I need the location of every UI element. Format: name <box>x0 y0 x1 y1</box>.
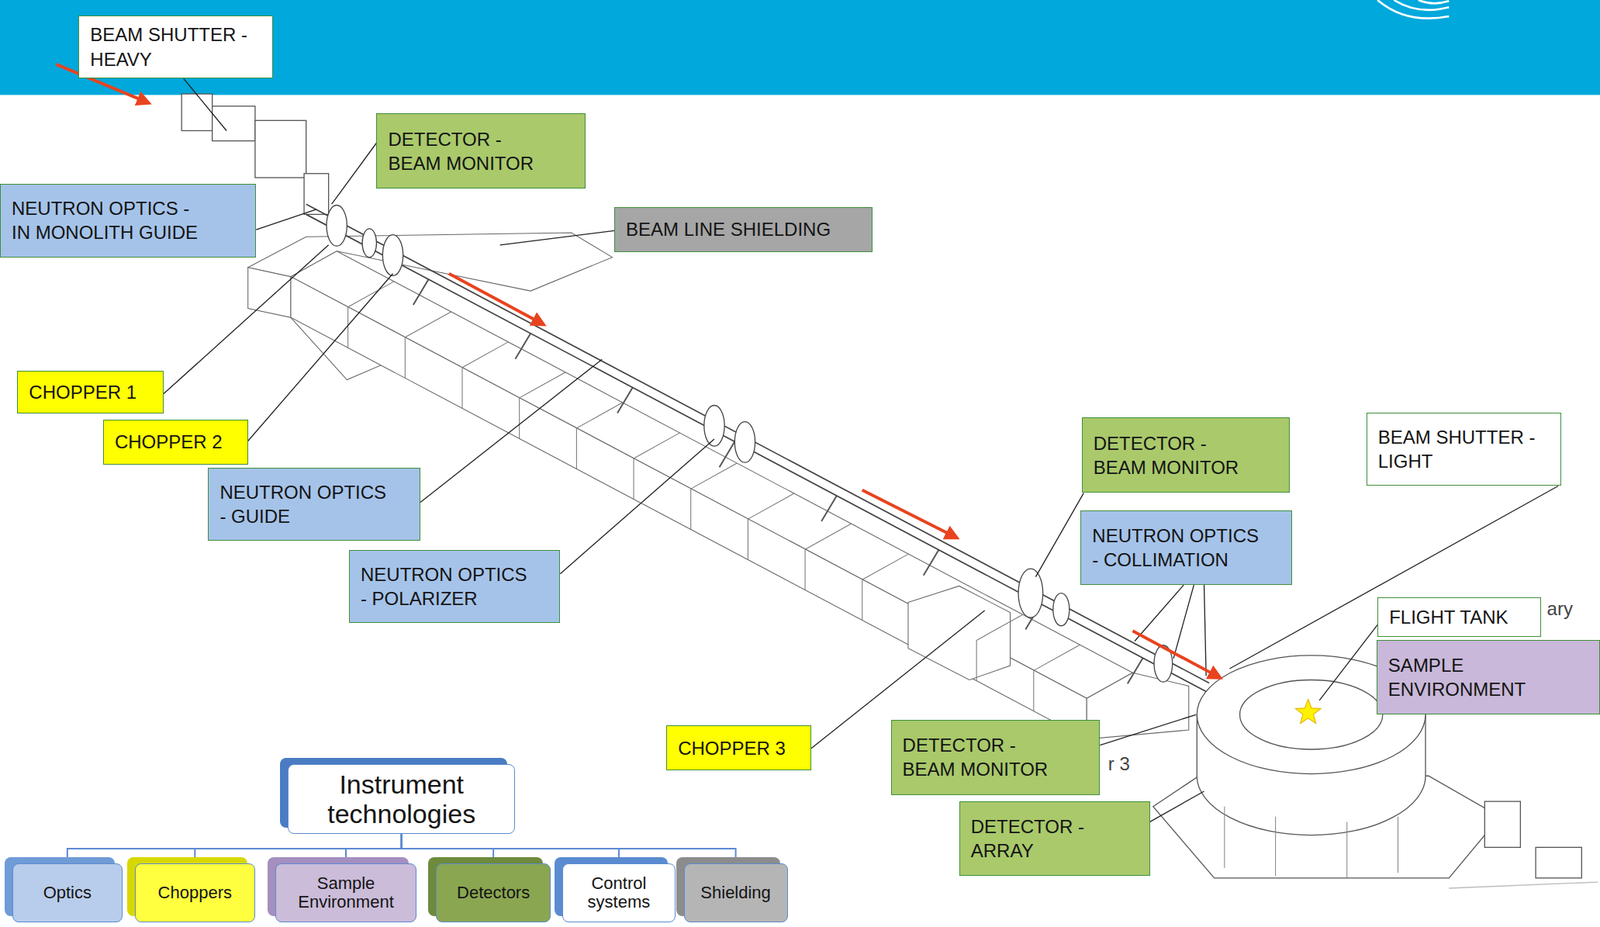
category-box: Choppers <box>134 863 256 923</box>
callout-box: CHOPPER 2 <box>103 419 249 465</box>
monitor-disc <box>362 228 377 258</box>
box-text: CHOPPER 3 <box>677 736 786 761</box>
box-text: Sample Environment <box>283 874 408 913</box>
box-text: Detectors <box>445 883 543 903</box>
box-text: BEAM SHUTTER -LIGHT <box>1378 425 1548 474</box>
beam-arrow <box>1132 630 1220 678</box>
platform-lines <box>1224 806 1399 878</box>
logo-arcs <box>1377 0 1449 19</box>
tree-connector <box>401 833 737 864</box>
box-text: FLIGHT TANK <box>1389 604 1508 629</box>
monitor-disc <box>1053 593 1070 626</box>
box-text: Instrument technologies <box>304 769 499 829</box>
beam-arrow <box>862 490 958 539</box>
callout-box: NEUTRON OPTICS - COLLIMATION <box>1080 510 1292 585</box>
box-text: BEAM SHUTTER -HEAVY <box>89 22 260 71</box>
beam-arrow <box>449 273 544 325</box>
box-text: CHOPPER 1 <box>28 380 137 405</box>
box-text: DETECTOR -BEAM MONITOR <box>1093 431 1253 480</box>
equipment-rack <box>1535 846 1582 878</box>
box-text: DETECTOR -BEAM MONITOR <box>387 127 547 176</box>
category-box: Control systems <box>562 863 676 923</box>
monolith-part <box>255 120 307 178</box>
callout-box: NEUTRON OPTICS - IN MONOLITH GUIDE <box>0 183 256 258</box>
floor-line <box>1448 881 1598 889</box>
category-box: Shielding <box>684 863 788 923</box>
callout-box: BEAM SHUTTER -LIGHT <box>1366 412 1562 487</box>
callout-box: CHOPPER 3 <box>666 725 812 771</box>
chopper-disc <box>1018 568 1044 618</box>
callout-box: CHOPPER 1 <box>17 370 163 414</box>
box-text: DETECTOR -BEAM MONITOR <box>902 732 1062 781</box>
equipment-rack <box>1484 801 1521 847</box>
category-box: Sample Environment <box>275 863 417 923</box>
shielding-joints <box>348 281 1080 712</box>
neutron-guide <box>306 203 1210 693</box>
category-box: Detectors <box>435 863 552 923</box>
callout-box: DETECTOR -ARRAY <box>959 801 1151 876</box>
callout-box: BEAM SHUTTER -HEAVY <box>78 15 274 80</box>
fragment-label: r 3 <box>1108 753 1131 776</box>
tree-connector <box>345 833 402 864</box>
guide-supports <box>413 279 1144 684</box>
sample-well <box>1240 680 1383 750</box>
callout-box: SAMPLE ENVIRONMENT <box>1376 639 1600 715</box>
header-bar <box>0 0 1600 95</box>
callout-box: DETECTOR -BEAM MONITOR <box>376 113 586 189</box>
callout-box: DETECTOR -BEAM MONITOR <box>891 719 1101 795</box>
box-text: Choppers <box>144 883 246 903</box>
leader-lines <box>163 78 1559 822</box>
monolith-part <box>304 173 329 215</box>
sample-star <box>1295 699 1321 724</box>
box-text: CHOPPER 2 <box>114 429 223 454</box>
callout-box: DETECTOR -BEAM MONITOR <box>1081 417 1290 493</box>
box-text: Shielding <box>693 883 779 903</box>
shielding-block <box>908 585 1011 680</box>
box-text: NEUTRON OPTICS - POLARIZER <box>360 562 533 611</box>
callout-box: BEAM LINE SHIELDING <box>614 207 873 253</box>
callout-box: NEUTRON OPTICS - GUIDE <box>207 467 421 542</box>
chopper-disc <box>734 421 755 464</box>
tree-connector <box>67 833 402 864</box>
box-text: Control systems <box>572 874 666 913</box>
box-text: NEUTRON OPTICS - COLLIMATION <box>1092 523 1265 572</box>
shielding-block <box>248 267 291 318</box>
box-text: SAMPLE ENVIRONMENT <box>1388 653 1567 702</box>
callout-box: NEUTRON OPTICS - POLARIZER <box>349 549 560 623</box>
box-text: NEUTRON OPTICS - GUIDE <box>219 480 392 529</box>
chopper-disc <box>326 205 347 247</box>
monolith-part <box>212 106 256 142</box>
box-text: Optics <box>20 883 115 903</box>
group-heading: Instrument technologies <box>287 763 515 833</box>
chopper-disc <box>382 234 403 277</box>
shielding-block <box>1086 672 1189 740</box>
callout-box: FLIGHT TANK <box>1377 597 1542 637</box>
box-text: DETECTOR -ARRAY <box>971 814 1131 863</box>
box-text: NEUTRON OPTICS - IN MONOLITH GUIDE <box>11 196 211 245</box>
monolith-part <box>181 93 212 131</box>
chopper-disc <box>704 404 725 446</box>
tree-connector <box>194 833 401 864</box>
category-box: Optics <box>12 863 123 923</box>
fragment-label: ary <box>1547 597 1573 621</box>
box-text: BEAM LINE SHIELDING <box>625 217 831 242</box>
